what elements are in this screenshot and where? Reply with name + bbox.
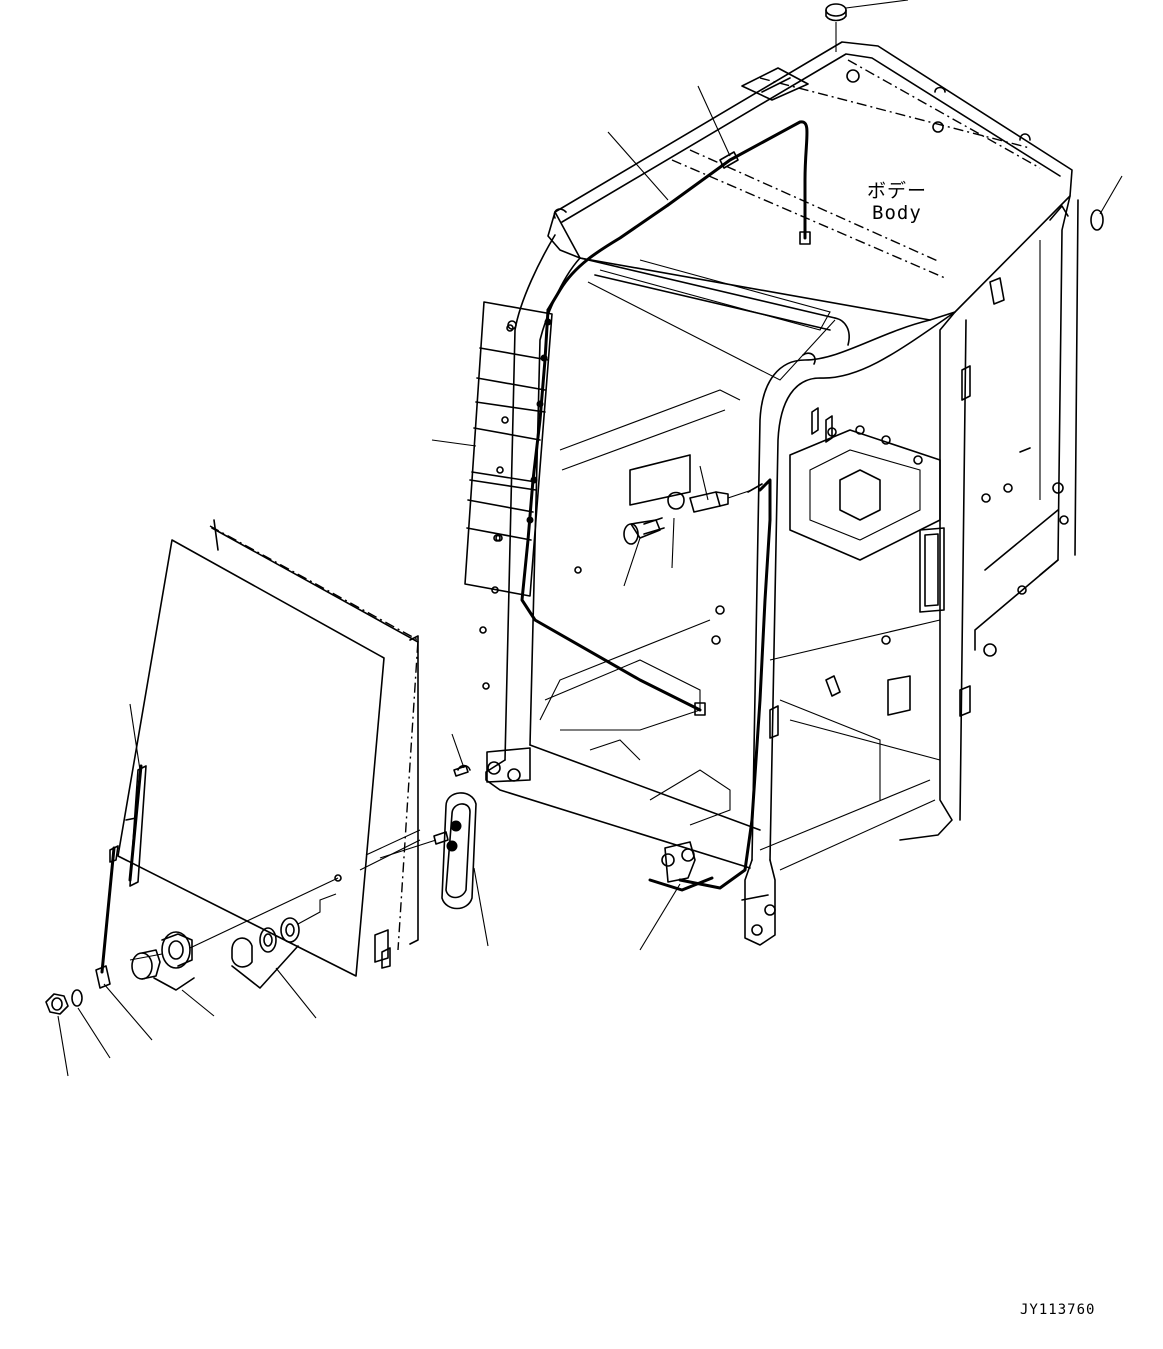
cab-body-frame (479, 41, 1079, 946)
group-brackets (153, 945, 299, 991)
drawing-id: JY113760 (1020, 1302, 1096, 1318)
cover-panel-strip (464, 301, 553, 597)
body-label-en: Body (872, 202, 922, 224)
wiper-arm (95, 845, 119, 989)
clip (457, 764, 471, 771)
roof-cap (825, 3, 847, 52)
nut (45, 993, 69, 1015)
ring-seal (1090, 209, 1104, 231)
bolt (623, 517, 665, 545)
wiper-blade (125, 764, 147, 887)
lower-harness (648, 876, 714, 892)
wire-harness-upper (520, 120, 811, 890)
wiper-motor (379, 765, 477, 910)
bushing-set (129, 877, 339, 980)
washer-nozzle (667, 489, 753, 513)
cap-and-washers (231, 893, 337, 968)
leader-lines (57, 0, 1123, 1077)
body-label-jp: ボデー (867, 180, 928, 202)
washer (71, 989, 83, 1007)
front-window-glass (117, 519, 421, 977)
